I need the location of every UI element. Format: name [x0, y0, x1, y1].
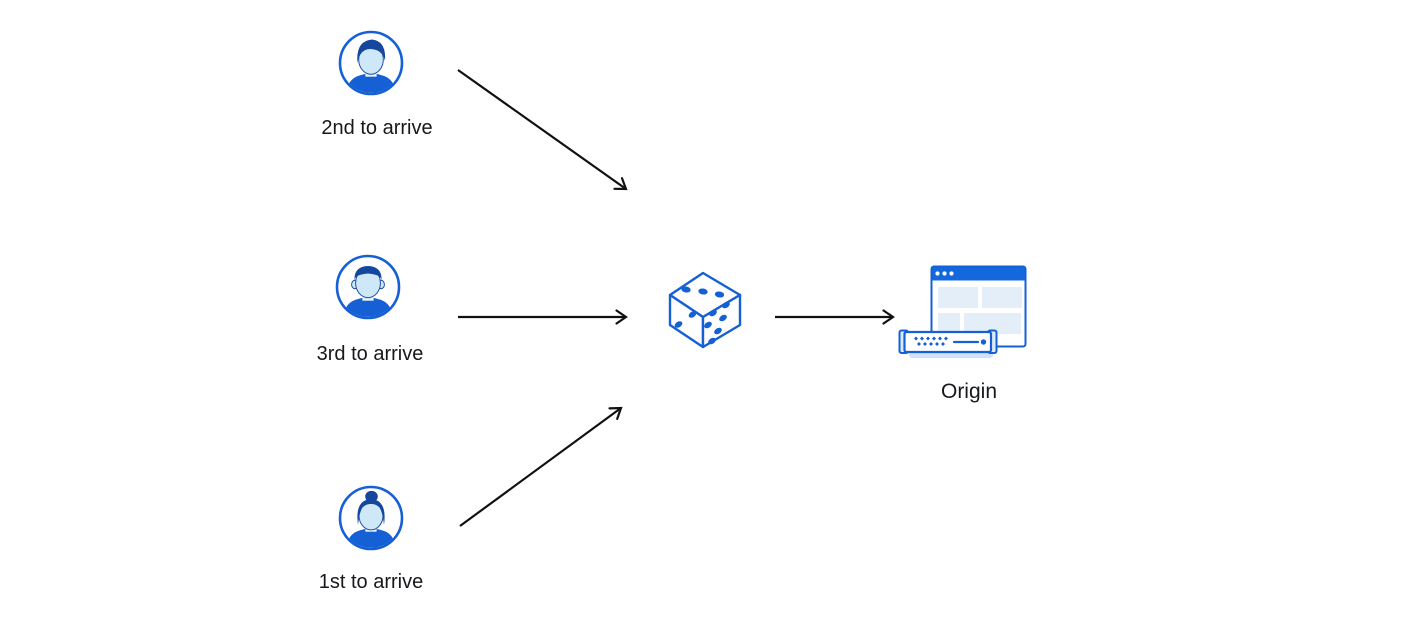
node-user-1st — [338, 485, 404, 556]
origin-label: Origin — [940, 380, 998, 403]
woman-hair-bun-icon — [338, 485, 404, 551]
user-3rd-label: 3rd to arrive — [316, 343, 424, 365]
server-vent-dots — [914, 336, 948, 346]
node-random-dice — [668, 271, 742, 354]
user-2nd-label: 2nd to arrive — [321, 117, 433, 139]
arrow-user1st-to-dice — [459, 406, 623, 527]
man-side-swept-hair-icon — [338, 30, 404, 96]
dice-icon — [668, 271, 742, 349]
browser-window-icon — [930, 265, 1027, 348]
dice-pips — [674, 286, 730, 345]
server-power-light — [980, 339, 987, 345]
node-user-3rd — [335, 254, 401, 325]
user-1st-label: 1st to arrive — [318, 571, 424, 593]
man-flat-hair-icon — [335, 254, 401, 320]
browser-and-server-icon — [898, 265, 1027, 358]
server-icon — [898, 329, 998, 358]
node-user-2nd — [338, 30, 404, 101]
node-origin — [897, 264, 1027, 365]
arrow-user2nd-to-dice — [457, 69, 628, 191]
